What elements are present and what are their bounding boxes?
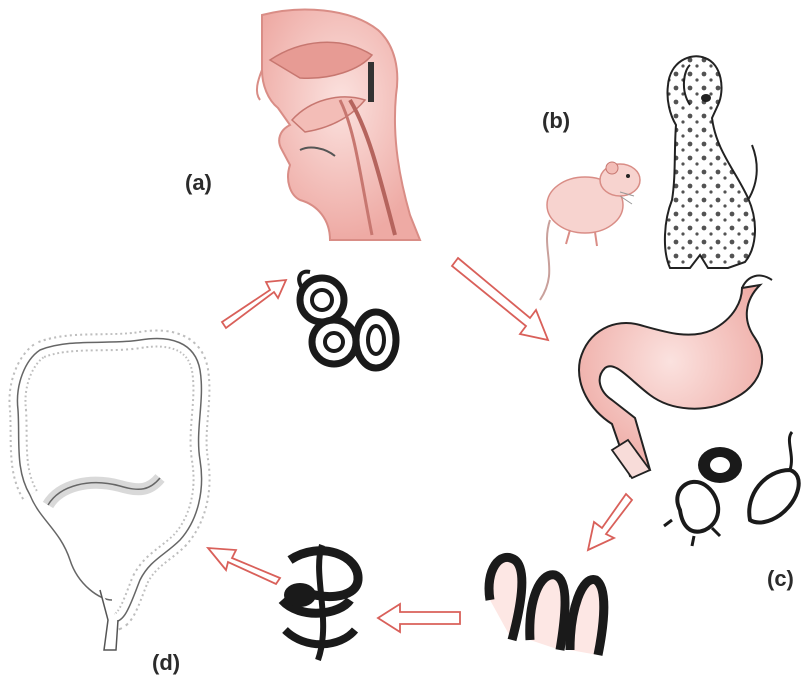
mouse-illustration [540, 162, 640, 300]
arrow-eggs-to-head [222, 280, 286, 328]
dalmatian-dog-illustration [665, 56, 757, 268]
arrow-head-to-stomach [452, 258, 548, 340]
hatching-larvae-illustration [664, 432, 799, 546]
large-intestine-illustration [17, 339, 201, 650]
label-d: (d) [152, 650, 180, 676]
label-a: (a) [185, 170, 212, 196]
label-b: (b) [542, 108, 570, 134]
eggs-illustration [299, 272, 396, 368]
villi-larvae-illustration [489, 557, 604, 655]
adult-worms-illustration [272, 532, 368, 668]
arrow-worms-to-intestine [208, 548, 280, 584]
arrow-stomach-to-villi [588, 494, 632, 550]
arrow-villi-to-worms [378, 604, 460, 632]
label-c: (c) [767, 566, 794, 592]
stomach-illustration [579, 276, 772, 478]
head-cross-section-illustration [257, 10, 420, 240]
